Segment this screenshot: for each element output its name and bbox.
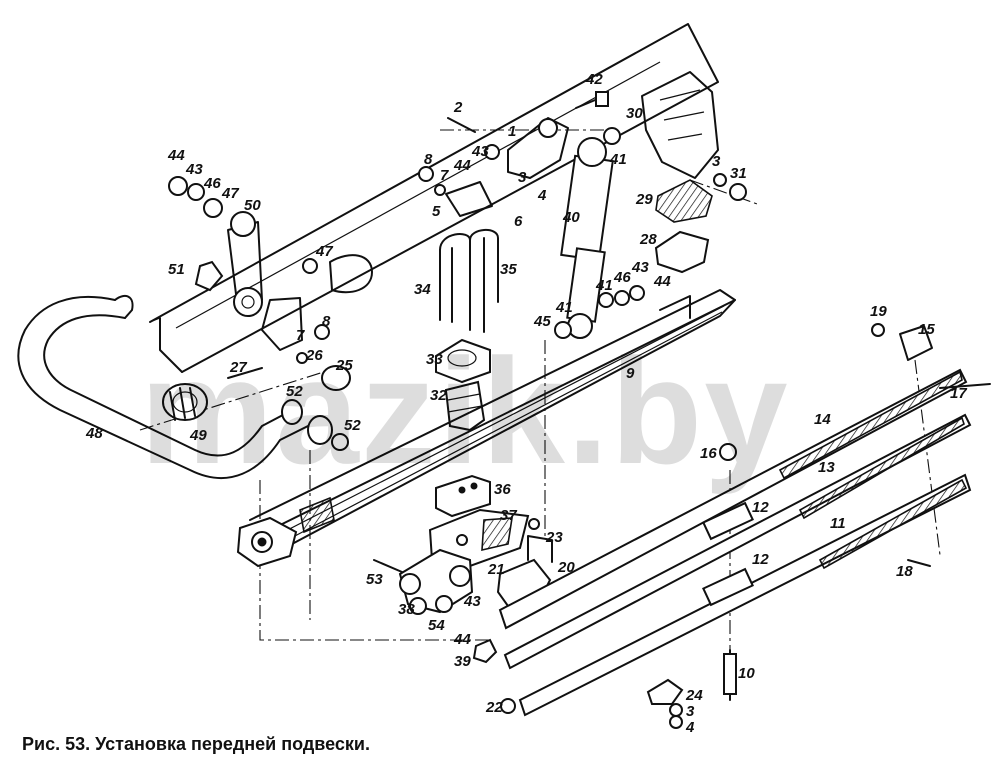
callout-6: 6	[514, 213, 523, 230]
callout-31: 31	[730, 165, 747, 182]
callout-14: 14	[814, 411, 831, 428]
callout-28: 28	[640, 231, 657, 248]
callout-15: 15	[918, 321, 935, 338]
callout-43: 43	[632, 259, 649, 276]
callout-43: 43	[472, 143, 489, 160]
callout-34: 34	[414, 281, 431, 298]
callout-53: 53	[366, 571, 383, 588]
u-bolts	[435, 229, 499, 432]
callout-26: 26	[306, 347, 323, 364]
callout-9: 9	[626, 365, 635, 382]
callout-2: 2	[454, 99, 463, 116]
callout-44: 44	[654, 273, 671, 290]
callout-35: 35	[500, 261, 517, 278]
callout-20: 20	[558, 559, 575, 576]
callout-11: 11	[830, 515, 846, 532]
hardware-left-group	[168, 176, 349, 451]
callout-44: 44	[454, 157, 471, 174]
callout-46: 46	[614, 269, 631, 286]
callout-3: 3	[712, 153, 721, 170]
callout-47: 47	[222, 185, 239, 202]
shock-absorber	[554, 127, 645, 339]
callout-51: 51	[168, 261, 185, 278]
callout-29: 29	[636, 191, 653, 208]
callout-44: 44	[168, 147, 185, 164]
callout-44: 44	[454, 631, 471, 648]
callout-45: 45	[534, 313, 551, 330]
callout-30: 30	[626, 105, 643, 122]
callout-36: 36	[494, 481, 511, 498]
callout-33: 33	[426, 351, 443, 368]
callout-8: 8	[322, 313, 331, 330]
callout-18: 18	[896, 563, 913, 580]
callout-40: 40	[563, 209, 580, 226]
callout-12: 12	[752, 499, 769, 516]
callout-52: 52	[286, 383, 303, 400]
callout-10: 10	[738, 665, 755, 682]
callout-3: 3	[518, 169, 527, 186]
callout-42: 42	[586, 71, 603, 88]
callout-27: 27	[230, 359, 247, 376]
callout-54: 54	[428, 617, 445, 634]
callout-41: 41	[610, 151, 627, 168]
callout-32: 32	[430, 387, 447, 404]
callout-38: 38	[398, 601, 415, 618]
callout-1: 1	[508, 123, 517, 140]
callout-19: 19	[870, 303, 887, 320]
callout-3: 3	[686, 703, 695, 720]
callout-7: 7	[440, 167, 449, 184]
callout-41: 41	[556, 299, 573, 316]
callout-5: 5	[432, 203, 441, 220]
stabilizer-bar	[17, 294, 321, 480]
callout-52: 52	[344, 417, 361, 434]
callout-49: 49	[190, 427, 207, 444]
callout-23: 23	[546, 529, 563, 546]
watermark: mazik.by	[140, 327, 790, 495]
callout-13: 13	[818, 459, 835, 476]
spring-bracket	[641, 71, 747, 274]
callout-17: 17	[950, 385, 967, 402]
callout-43: 43	[464, 593, 481, 610]
callout-12: 12	[752, 551, 769, 568]
callout-8: 8	[424, 151, 433, 168]
figure-caption: Рис. 53. Установка передней подвески.	[22, 734, 370, 754]
callout-4: 4	[686, 719, 695, 736]
callout-16: 16	[700, 445, 717, 462]
callout-4: 4	[538, 187, 547, 204]
callout-48: 48	[86, 425, 103, 442]
stabilizer-link	[194, 211, 373, 445]
callout-37: 37	[500, 507, 517, 524]
callout-46: 46	[204, 175, 221, 192]
spare-leaves	[498, 323, 991, 729]
callout-43: 43	[186, 161, 203, 178]
callout-24: 24	[686, 687, 703, 704]
callout-47: 47	[316, 243, 333, 260]
callout-25: 25	[336, 357, 353, 374]
callout-50: 50	[244, 197, 261, 214]
callout-22: 22	[486, 699, 503, 716]
callout-41: 41	[596, 277, 613, 294]
upper-bracket	[418, 91, 609, 217]
callout-39: 39	[454, 653, 471, 670]
leaf-spring	[236, 289, 736, 568]
callout-7: 7	[296, 327, 305, 344]
callout-21: 21	[488, 561, 505, 578]
spring-pad	[428, 474, 540, 568]
